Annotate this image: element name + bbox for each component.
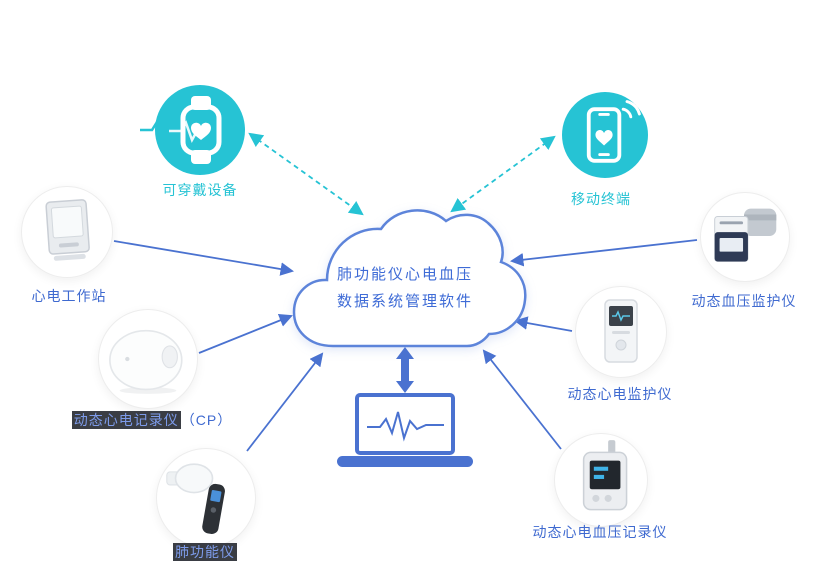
ecg-bp-recorder-label: 动态心电血压记录仪 (532, 524, 668, 540)
cloud-shape (292, 209, 527, 348)
node-spirometer (156, 448, 256, 548)
laptop-icon (337, 393, 473, 467)
laptop-ecg-waveform (367, 411, 444, 442)
ecg-monitor-icon (604, 299, 638, 363)
mobile-label: 移动终端 (571, 191, 631, 207)
arrow-bp-monitor-to-cloud (509, 239, 698, 267)
cloud-laptop-sync-arrow (396, 347, 414, 393)
arrow-wearable-cloud (248, 132, 364, 216)
laptop-base (337, 456, 473, 467)
node-mobile (562, 92, 648, 178)
holter-recorder-icon (109, 329, 183, 394)
cloud-title-line2: 数据系统管理软件 (336, 293, 473, 310)
workstation-label: 心电工作站 (31, 288, 107, 304)
holter-cp-label-suffix: （CP） (180, 412, 233, 428)
spirometer-icon (166, 463, 225, 534)
smartwatch-icon (169, 96, 222, 164)
ecg-monitor-label: 动态心电监护仪 (567, 386, 673, 402)
arrow-ecg-monitor-to-cloud (514, 316, 573, 332)
spirometer-label-text: 肺功能仪 (173, 543, 237, 561)
ecg-workstation-icon (45, 199, 90, 261)
cloud-title-line1: 肺功能仪心电血压 (336, 266, 473, 283)
laptop-screen (355, 393, 455, 455)
ecg-bp-recorder-icon (582, 440, 628, 511)
arrow-holter-to-cloud (198, 314, 293, 354)
holter-cp-label: 动态心电记录仪（CP） (42, 411, 262, 429)
smartphone-icon (586, 100, 641, 163)
node-holter-cp (98, 309, 198, 409)
arrow-spirometer-to-cloud (246, 352, 324, 452)
node-ecg-monitor (575, 286, 667, 378)
bp-monitor-icon (714, 208, 777, 262)
bp-monitor-label: 动态血压监护仪 (691, 293, 797, 309)
node-ecg-workstation (21, 186, 113, 278)
arrow-mobile-cloud (450, 135, 556, 213)
wearable-label: 可穿戴设备 (162, 182, 238, 198)
spirometer-label: 肺功能仪 (150, 543, 260, 561)
arrow-workstation-to-cloud (113, 240, 294, 276)
arrow-recorder-to-cloud (482, 349, 562, 450)
node-ecg-bp-recorder (554, 433, 648, 527)
holter-cp-label-main: 动态心电记录仪 (71, 411, 181, 429)
node-bp-monitor (700, 192, 790, 282)
cloud-title: 肺功能仪心电血压 数据系统管理软件 (303, 261, 507, 315)
node-wearable (155, 85, 245, 175)
